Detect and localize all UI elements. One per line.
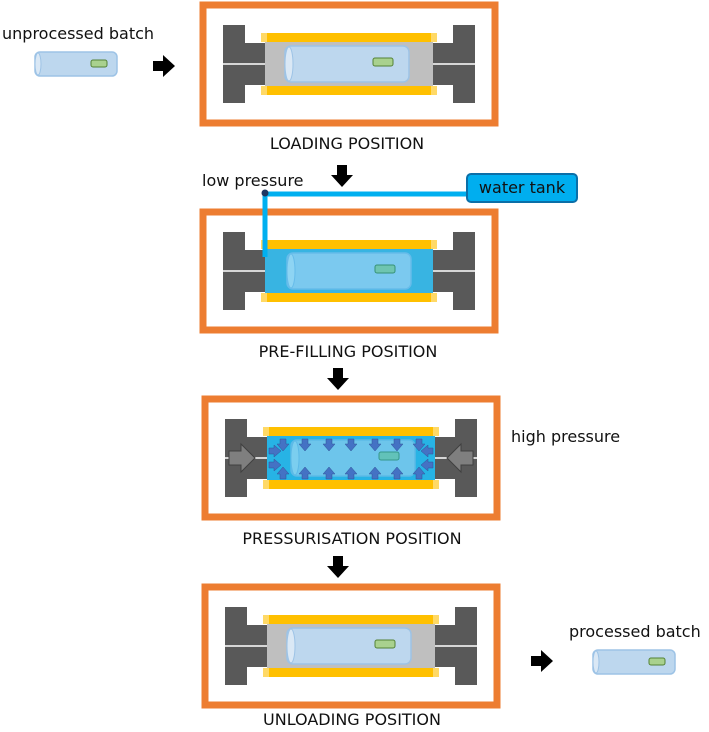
low-pressure-label: low pressure: [202, 171, 304, 190]
pressurisation-machine: [205, 399, 497, 517]
water-line: [261, 189, 466, 257]
arrow-out-unloading-icon: [531, 650, 553, 672]
arrow-down-1-icon: [331, 165, 353, 187]
processed-batch-icon: [592, 649, 676, 675]
arrow-down-3-icon: [327, 556, 349, 578]
high-pressure-label: high pressure: [511, 427, 621, 446]
arrow-down-2-icon: [327, 368, 349, 390]
stage-caption-prefilling: PRE-FILLING POSITION: [258, 342, 438, 361]
processed-batch-label: processed batch: [569, 622, 701, 641]
arrow-into-loading-icon: [153, 55, 175, 77]
loading-machine: [203, 5, 495, 123]
stage-caption-pressurisation: PRESSURISATION POSITION: [242, 529, 462, 548]
stage-caption-unloading: UNLOADING POSITION: [263, 710, 441, 729]
unprocessed-batch-label: unprocessed batch: [2, 24, 155, 43]
stage-caption-loading: LOADING POSITION: [269, 134, 425, 153]
unprocessed-batch-icon: [34, 51, 118, 77]
unloading-machine: [205, 587, 497, 705]
water-tank: water tank: [466, 173, 578, 203]
prefilling-machine: [203, 212, 495, 330]
